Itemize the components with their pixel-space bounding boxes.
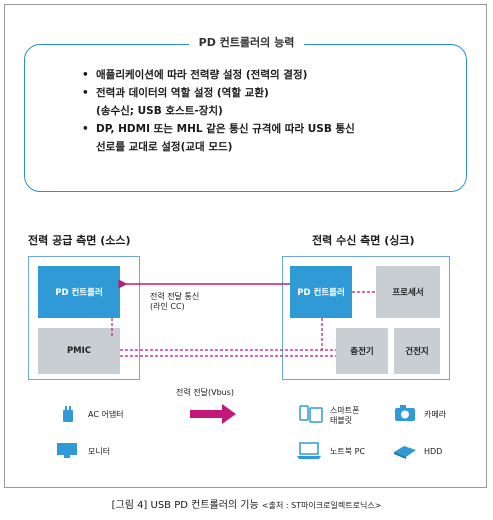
comm-label: 전력 전달 통신 (라인 CC)	[150, 292, 200, 311]
source-pd-controller: PD 컨트롤러	[38, 266, 120, 318]
laptop-icon	[297, 442, 321, 459]
power-transfer-label: 전력 전달(Vbus)	[176, 388, 235, 397]
ac-adapter-icon	[63, 406, 73, 422]
sink-processor: 프로세서	[376, 266, 440, 318]
camera-label: 카메라	[424, 410, 447, 419]
smartphone-icon	[299, 405, 323, 423]
laptop-label: 노트북 PC	[330, 447, 366, 456]
smartphone-label: 스마트폰 태블릿	[330, 406, 360, 425]
capabilities-title: PD 컨트롤러의 능력	[0, 34, 493, 50]
capability-item: DP, HDMI 또는 MHL 같은 통신 규격에 따라 USB 통신 선로를 …	[80, 120, 460, 156]
hdd-icon	[394, 446, 416, 459]
figure-frame	[4, 4, 487, 488]
sink-side-label: 전력 수신 측면 (싱크)	[312, 234, 415, 247]
sink-charger: 충전기	[336, 328, 388, 374]
capability-item: 전력과 데이터의 역할 설정 (역할 교환) (송수신; USB 호스트-장치)	[80, 84, 460, 120]
sink-pd-controller: PD 컨트롤러	[290, 266, 352, 318]
capabilities-list: 애플리케이션에 따라 전력량 설정 (전력의 결정) 전력과 데이터의 역할 설…	[80, 66, 460, 156]
source-pmic: PMIC	[38, 328, 120, 374]
source-side-label: 전력 공급 측면 (소스)	[28, 234, 131, 247]
camera-icon	[395, 405, 415, 421]
monitor-label: 모니터	[88, 447, 111, 456]
capability-item: 애플리케이션에 따라 전력량 설정 (전력의 결정)	[80, 66, 460, 84]
hdd-label: HDD	[424, 447, 443, 456]
ac-adapter-label: AC 어댑터	[88, 410, 124, 419]
sink-battery: 건전지	[394, 328, 440, 374]
power-arrow	[190, 404, 236, 424]
monitor-icon	[57, 443, 77, 458]
figure-caption: [그림 4] USB PD 컨트롤러의 기능 <출처 : ST마이크로일렉트로닉…	[111, 500, 382, 511]
